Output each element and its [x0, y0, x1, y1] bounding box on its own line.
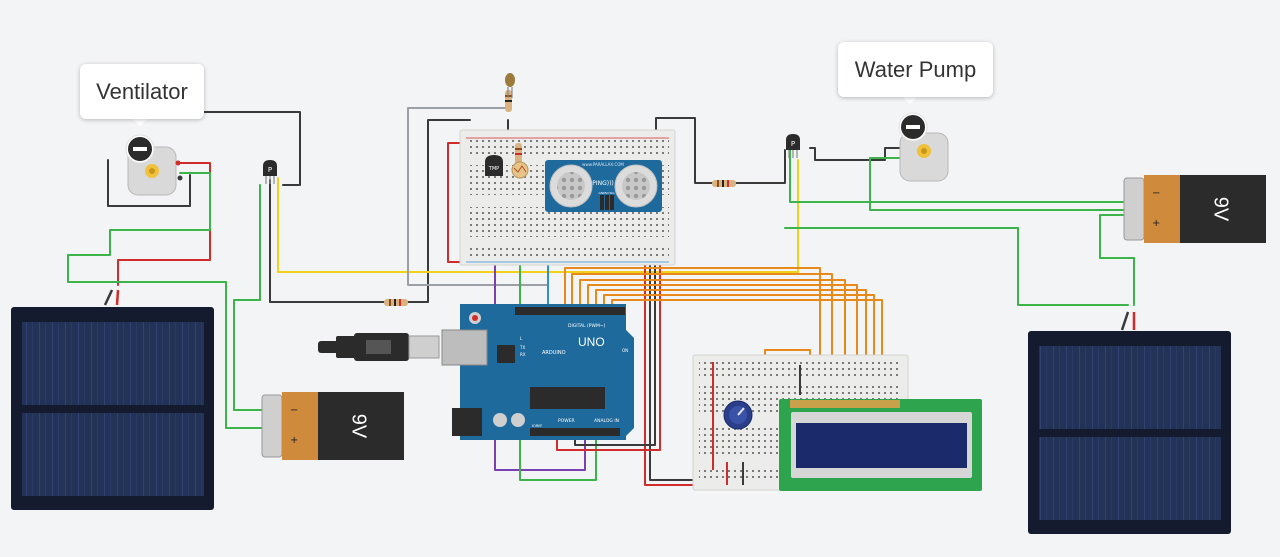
tmp-sensor[interactable]: TMP: [485, 155, 503, 176]
usb-cable[interactable]: [318, 333, 440, 361]
ping-brand: www.PARALLAX.COM: [582, 162, 624, 167]
battery-left-plus: +: [290, 435, 298, 446]
wire-green[interactable]: [233, 184, 269, 411]
wire-black[interactable]: [649, 254, 701, 481]
dc-motor-water-pump[interactable]: [898, 112, 949, 182]
arduino-power-label: POWER: [558, 418, 575, 424]
wire-green[interactable]: [784, 227, 1129, 306]
wire-black[interactable]: [107, 159, 191, 207]
water-pump-label[interactable]: Water Pump: [838, 42, 993, 97]
water-pump-label-text: Water Pump: [854, 56, 977, 82]
wire-red[interactable]: [644, 254, 706, 486]
dc-motor-ventilator[interactable]: [125, 134, 183, 196]
battery-right-voltage: 9V: [1210, 197, 1232, 222]
ping-ultrasonic-sensor[interactable]: www.PARALLAX.COM PING))) GND 5V SIG: [545, 160, 662, 212]
wire-green[interactable]: [789, 149, 1126, 203]
ping-pin-sig: SIG: [609, 191, 615, 195]
ping-name: PING))): [592, 180, 614, 187]
resistor-left[interactable]: [384, 299, 408, 306]
lcd-16x2[interactable]: [779, 399, 982, 491]
tmp-sensor-label: TMP: [488, 166, 499, 172]
arduino-l: L: [520, 336, 523, 341]
wire-green[interactable]: [67, 172, 269, 429]
callout-pointers: [132, 96, 918, 126]
wire-green[interactable]: [869, 157, 1126, 211]
battery-9v-right[interactable]: 9V − +: [1123, 175, 1266, 243]
wire-black[interactable]: [655, 117, 721, 184]
wire-black[interactable]: [269, 179, 386, 303]
battery-right-plus: +: [1152, 218, 1160, 229]
transistor-right[interactable]: P: [786, 134, 800, 158]
ldr-sensor[interactable]: [511, 161, 529, 179]
battery-left-minus: −: [290, 405, 298, 416]
wire-orange[interactable]: [595, 289, 867, 391]
wire-red[interactable]: [117, 162, 211, 286]
wire-black[interactable]: [734, 149, 786, 184]
arduino-logo: UNO: [578, 335, 605, 349]
ping-pin-5v: 5V: [605, 191, 610, 195]
wire-black[interactable]: [407, 119, 471, 303]
arduino-on: ON: [622, 348, 628, 353]
wire-orange[interactable]: [579, 279, 846, 391]
ventilator-label[interactable]: Ventilator: [80, 64, 204, 119]
wire-green[interactable]: [1099, 214, 1135, 306]
wire-orange[interactable]: [587, 284, 858, 391]
arduino-rx: RX: [520, 352, 526, 357]
wire-yellow[interactable]: [277, 159, 799, 273]
battery-9v-left[interactable]: 9V − +: [261, 392, 404, 460]
wire-black[interactable]: [809, 147, 906, 161]
ventilator-label-text: Ventilator: [96, 78, 188, 104]
arduino-uno[interactable]: UNO ARDUINO DIGITAL (PWM~) POWER ANALOG …: [441, 304, 634, 440]
solar-panel-right[interactable]: [1028, 311, 1231, 534]
resistor-breadboard[interactable]: [515, 143, 522, 165]
photoresistor[interactable]: [505, 73, 515, 98]
transistor-left[interactable]: P: [263, 160, 277, 184]
wire-orange[interactable]: [603, 294, 875, 391]
resistor-right[interactable]: [712, 180, 736, 187]
potentiometer[interactable]: [723, 400, 753, 430]
arduino-brand: ARDUINO: [542, 350, 566, 356]
wire-orange[interactable]: [564, 267, 821, 391]
battery-left-voltage: 9V: [348, 414, 370, 439]
arduino-ioref: IOREF: [532, 424, 542, 428]
wire-black[interactable]: [199, 111, 301, 186]
ping-pin-gnd: GND: [599, 191, 607, 195]
transistor-right-label: P: [791, 140, 795, 148]
battery-right-minus: −: [1152, 188, 1160, 199]
arduino-tx: TX: [519, 345, 525, 350]
wire-orange[interactable]: [611, 299, 883, 391]
transistor-left-label: P: [268, 166, 272, 174]
arduino-analog-label: ANALOG IN: [594, 418, 619, 424]
wire-orange[interactable]: [571, 273, 833, 391]
arduino-digital-label: DIGITAL (PWM~): [568, 323, 606, 329]
solar-panel-left[interactable]: [11, 289, 214, 510]
